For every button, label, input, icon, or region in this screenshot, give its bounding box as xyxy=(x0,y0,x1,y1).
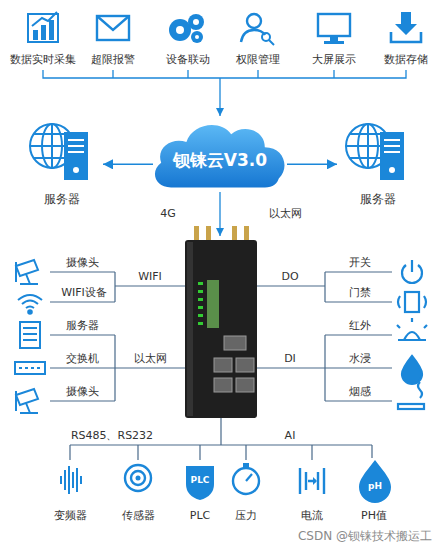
feature-label: 权限管理 xyxy=(234,53,282,67)
server-node: 服务器 xyxy=(338,114,418,206)
device-label: PH值 xyxy=(359,509,389,523)
feature-bracket xyxy=(43,70,406,236)
device-label: 以太网 xyxy=(267,207,304,221)
icon-text: PLC xyxy=(191,475,210,486)
device-label: DO xyxy=(279,270,300,284)
server-node: 服务器 xyxy=(22,114,102,206)
server-label: 服务器 xyxy=(338,192,418,206)
feature-label: 大屏展示 xyxy=(310,53,358,67)
device-label: WIFI设备 xyxy=(59,286,109,300)
connector-arrow xyxy=(287,164,337,166)
device-label: 电流 xyxy=(299,509,325,523)
device-label: 传感器 xyxy=(120,509,157,523)
wire xyxy=(50,272,392,460)
device-icons-bottom xyxy=(60,460,391,503)
device-icons-left xyxy=(15,260,45,413)
device-label: WIFI xyxy=(136,270,164,284)
gateway-device xyxy=(185,226,257,418)
device-label: 红外 xyxy=(347,319,373,333)
device-label: 以太网 xyxy=(132,352,169,366)
device-label: 水浸 xyxy=(347,352,373,366)
server-label: 服务器 xyxy=(22,192,102,206)
device-label: 交换机 xyxy=(64,352,101,366)
device-label: 摄像头 xyxy=(64,385,101,399)
cloud-title: 钡铼云V3.0 xyxy=(150,148,290,171)
device-label: AI xyxy=(283,429,298,443)
cloud-node: 钡铼云V3.0 xyxy=(150,116,290,194)
device-label: 摄像头 xyxy=(64,256,101,270)
connector-arrow xyxy=(103,164,153,166)
feature-label: 数据实时采集 xyxy=(8,53,78,67)
device-label: 烟感 xyxy=(347,385,373,399)
device-label: PLC xyxy=(188,509,212,523)
device-label: 门禁 xyxy=(347,286,373,300)
device-label: 变频器 xyxy=(52,509,89,523)
device-label: DI xyxy=(282,352,298,366)
device-label: 压力 xyxy=(233,509,259,523)
icon-text: pH xyxy=(368,481,382,492)
feature-icons xyxy=(28,12,421,45)
device-label: 服务器 xyxy=(64,319,101,333)
feature-label: 设备联动 xyxy=(164,53,212,67)
feature-label: 数据存储 xyxy=(382,53,430,67)
device-label: 4G xyxy=(158,207,178,221)
watermark: CSDN @钡铼技术搬运工 xyxy=(296,529,434,544)
device-label: RS485、RS232 xyxy=(69,429,155,443)
device-icons-right xyxy=(397,260,427,409)
device-label: 开关 xyxy=(347,256,373,270)
feature-label: 超限报警 xyxy=(89,53,137,67)
